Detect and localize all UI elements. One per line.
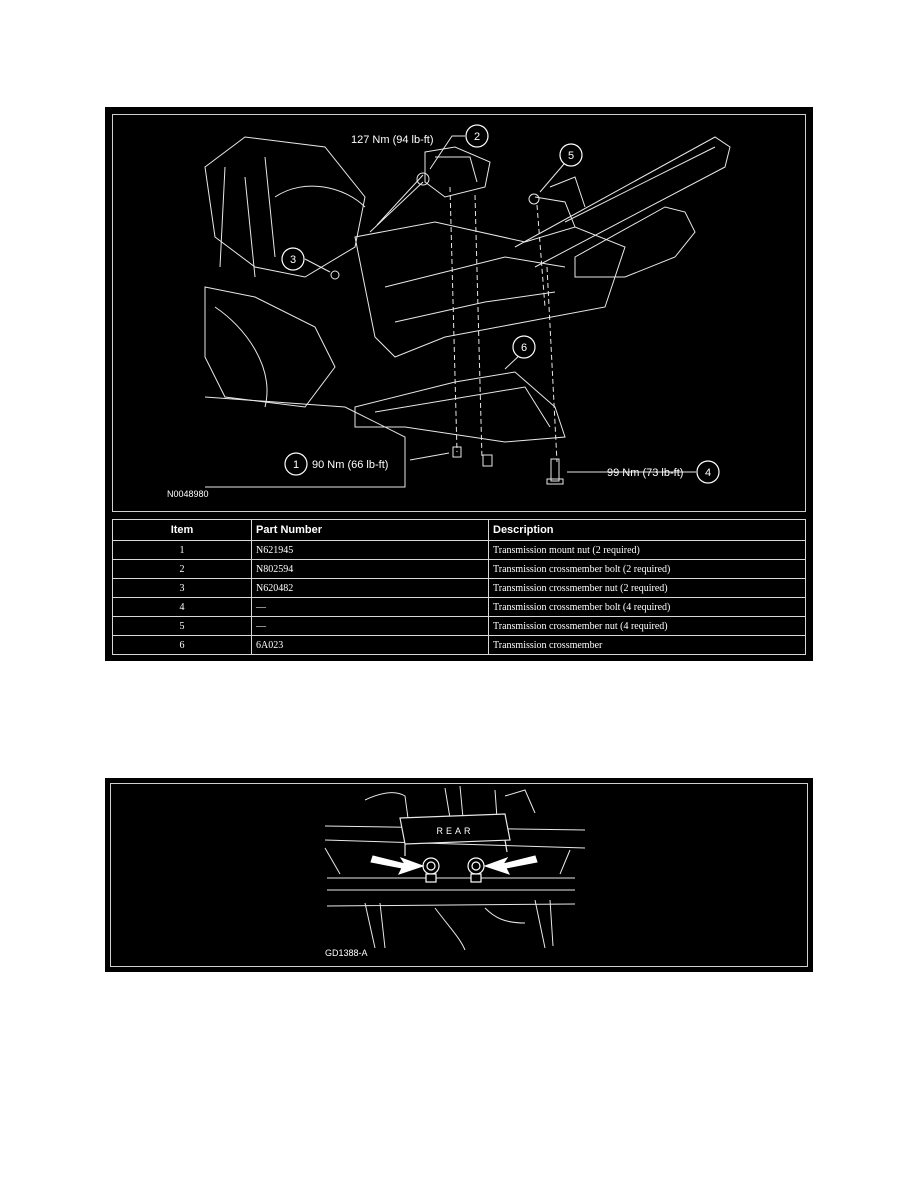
crossmember-illustration: 2 5 3 6 1 4 127 Nm (94 lb-ft) 90 Nm (66 … — [167, 124, 731, 499]
row-part-number: — — [251, 616, 489, 636]
callout-3-number: 3 — [290, 254, 296, 266]
row-item: 6 — [112, 635, 252, 655]
illustration-frame — [110, 783, 808, 967]
row-description: Transmission crossmember bolt (4 require… — [488, 597, 806, 617]
row-description: Transmission crossmember nut (2 required… — [488, 578, 806, 598]
crossmember-figure: 2 5 3 6 1 4 127 Nm (94 lb-ft) 90 Nm (66 … — [105, 107, 813, 661]
callout-2-number: 2 — [474, 131, 480, 143]
callout-1-torque: 90 Nm (66 lb-ft) — [312, 459, 388, 471]
callout-5-number: 5 — [568, 150, 574, 162]
row-part-number: N620482 — [251, 578, 489, 598]
row-part-number: — — [251, 597, 489, 617]
row-description: Transmission crossmember bolt (2 require… — [488, 559, 806, 579]
column-header-item: Item — [112, 519, 252, 541]
row-item: 5 — [112, 616, 252, 636]
arrow-icon — [483, 855, 538, 875]
arrow-icon — [370, 855, 425, 875]
rear-mount-illustration: REAR GD1388-A — [324, 785, 586, 958]
row-part-number: N621945 — [251, 540, 489, 560]
table-row: 6 6A023 Transmission crossmember — [112, 635, 806, 655]
row-part-number: 6A023 — [251, 635, 489, 655]
row-description: Transmission mount nut (2 required) — [488, 540, 806, 560]
callout-4-number: 4 — [705, 467, 711, 479]
column-header-description: Description — [488, 519, 806, 541]
callout-1-number: 1 — [293, 459, 299, 471]
row-item: 4 — [112, 597, 252, 617]
row-description: Transmission crossmember — [488, 635, 806, 655]
row-item: 2 — [112, 559, 252, 579]
mount-nuts — [422, 857, 485, 883]
callout-2-torque: 127 Nm (94 lb-ft) — [351, 134, 434, 146]
rear-mount-figure: REAR GD1388-A — [105, 778, 813, 972]
row-item: 1 — [112, 540, 252, 560]
illustration-frame — [112, 114, 806, 512]
row-description: Transmission crossmember nut (4 required… — [488, 616, 806, 636]
rear-label: REAR — [436, 826, 473, 836]
table-header-row: Item Part Number Description — [112, 519, 806, 541]
table-row: 4 — Transmission crossmember bolt (4 req… — [112, 597, 806, 617]
image-code: N0048980 — [167, 489, 209, 499]
callout-6-number: 6 — [521, 342, 527, 354]
table-row: 2 N802594 Transmission crossmember bolt … — [112, 559, 806, 579]
image-code: GD1388-A — [325, 948, 368, 958]
table-row: 3 N620482 Transmission crossmember nut (… — [112, 578, 806, 598]
row-part-number: N802594 — [251, 559, 489, 579]
parts-table: Item Part Number Description 1 N621945 T… — [112, 519, 806, 655]
callout-4-torque: 99 Nm (73 lb-ft) — [607, 467, 683, 479]
table-row: 5 — Transmission crossmember nut (4 requ… — [112, 616, 806, 636]
row-item: 3 — [112, 578, 252, 598]
table-row: 1 N621945 Transmission mount nut (2 requ… — [112, 540, 806, 560]
column-header-part-number: Part Number — [251, 519, 489, 541]
